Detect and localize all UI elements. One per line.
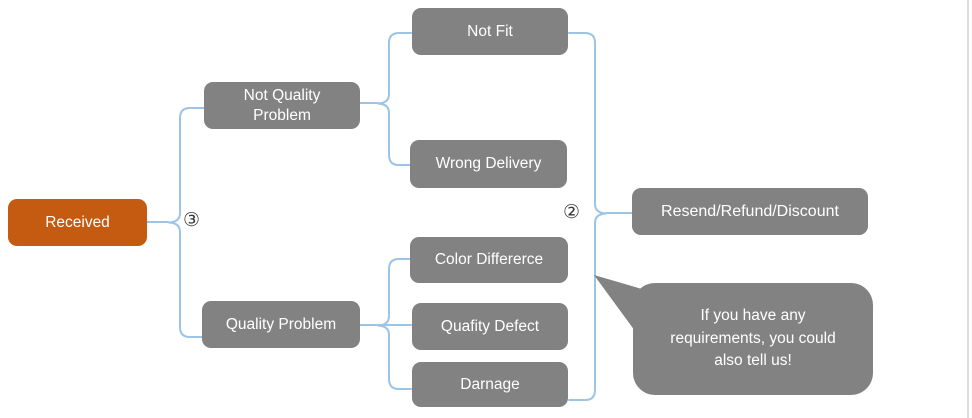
branch-label-3: ③ xyxy=(183,210,201,231)
node-wrong-delivery: Wrong Delivery xyxy=(410,140,567,188)
connector-nqp-brace xyxy=(377,32,412,166)
node-not-quality-problem-label: Not Quality Problem xyxy=(243,87,321,124)
node-color-differerce: Color Differerce xyxy=(410,237,568,283)
node-wrong-delivery-label: Wrong Delivery xyxy=(435,155,542,173)
node-not-quality-problem: Not Quality Problem xyxy=(204,82,360,129)
node-resend-refund-discount: Resend/Refund/Discount xyxy=(632,188,868,235)
node-darnage: Darnage xyxy=(412,362,568,407)
connector-left-brace xyxy=(168,107,205,338)
node-not-fit: Not Fit xyxy=(412,8,568,55)
node-quality-problem-label: Quality Problem xyxy=(225,315,337,333)
callout-text: If you have any requirements, you could … xyxy=(670,307,836,370)
node-received: Received xyxy=(8,199,147,246)
node-received-label: Received xyxy=(45,213,110,231)
node-quafity-defect-label: Quafity Defect xyxy=(440,317,540,335)
page-edge-line xyxy=(967,0,969,418)
node-darnage-label: Darnage xyxy=(460,375,520,393)
node-color-differerce-label: Color Differerce xyxy=(434,251,544,269)
node-resend-refund-discount-label: Resend/Refund/Discount xyxy=(661,202,839,220)
connector-qp-brace xyxy=(377,258,412,390)
node-quality-problem: Quality Problem xyxy=(202,301,360,348)
node-not-fit-label: Not Fit xyxy=(467,22,513,40)
node-quafity-defect: Quafity Defect xyxy=(412,303,568,350)
branch-label-2: ② xyxy=(563,202,581,223)
callout-bubble: If you have any requirements, you could … xyxy=(633,283,873,395)
